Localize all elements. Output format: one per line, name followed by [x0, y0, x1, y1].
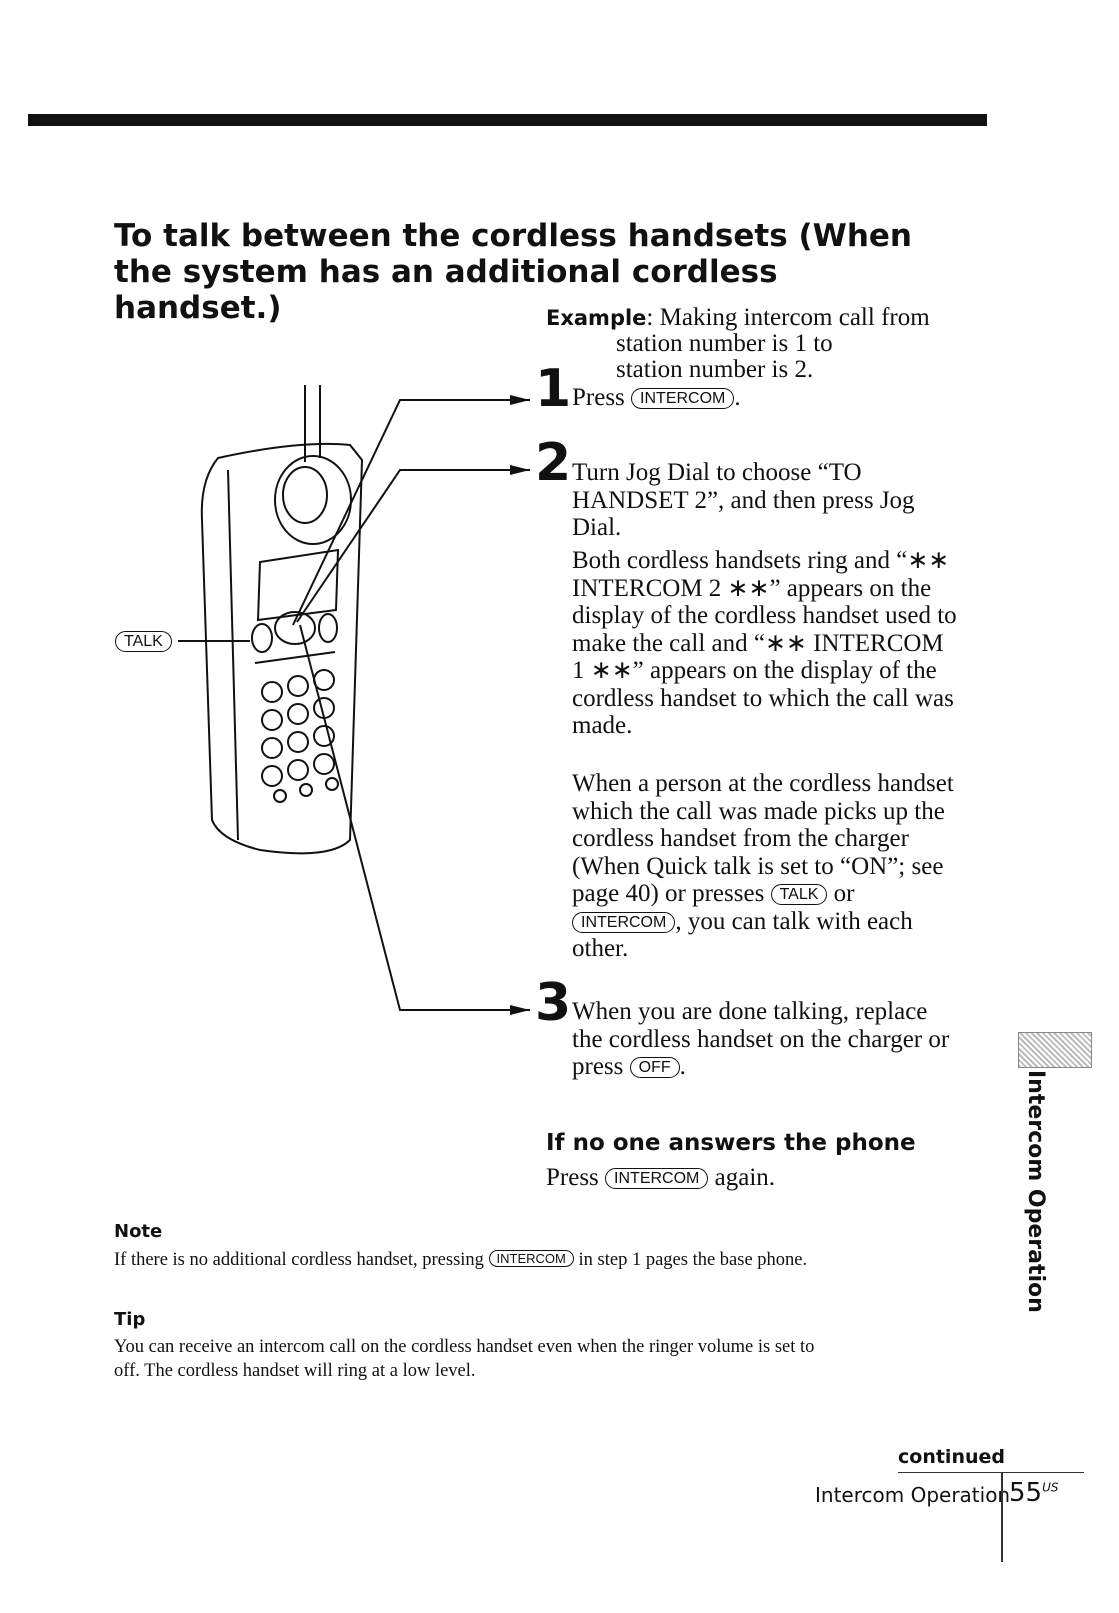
continued-label: continued: [898, 1446, 1005, 1468]
step-3-period: .: [679, 1053, 686, 1080]
no-answer-again: again.: [708, 1164, 776, 1191]
intercom-key: INTERCOM: [488, 1250, 574, 1267]
page-number-value: 55: [1009, 1478, 1043, 1508]
step-3-number: 3: [535, 973, 572, 1033]
no-answer-heading: If no one answers the phone: [546, 1130, 916, 1156]
step-2-para-1: Both cordless handsets ring and “∗∗ INTE…: [572, 547, 957, 739]
note-post: in step 1 pages the base phone.: [573, 1250, 808, 1270]
step-2-para-2-post: , you can talk with each other.: [572, 907, 913, 963]
step-1-period: .: [734, 384, 741, 411]
talk-key-label: TALK: [115, 631, 172, 652]
step-3-pre: When you are done talking, replace the c…: [572, 998, 950, 1080]
handset-illustration: [178, 385, 530, 1015]
step-1-text: Press INTERCOM.: [572, 384, 741, 412]
intercom-key: INTERCOM: [605, 1168, 709, 1189]
note-pre: If there is no additional cordless hands…: [114, 1250, 489, 1270]
example-line-1: : Making intercom call from: [646, 304, 930, 331]
example-block: Example: Making intercom call from stati…: [546, 305, 930, 383]
step-1-press: Press: [572, 384, 632, 411]
step-2-number: 2: [535, 433, 572, 493]
example-line-2: station number is 1 to: [616, 330, 833, 357]
sidebar: Intercom Operation: [1010, 1070, 1060, 1340]
tip-heading: Tip: [114, 1309, 146, 1330]
example-line-3: station number is 2.: [616, 356, 814, 383]
example-label: Example: [546, 306, 647, 330]
talk-key: TALK: [770, 884, 828, 905]
section-tab: [1018, 1032, 1092, 1068]
no-answer-press: Press: [546, 1164, 606, 1191]
step-2-text: Turn Jog Dial to choose “TO HANDSET 2”, …: [572, 459, 915, 541]
step-1-number: 1: [535, 359, 572, 419]
page-suffix: US: [1042, 1480, 1059, 1495]
step-2-para-2-pre: When a person at the cordless handset wh…: [572, 770, 954, 907]
footer-section: Intercom Operation: [815, 1483, 1011, 1507]
page-title: To talk between the cordless handsets (W…: [114, 218, 912, 326]
off-key: OFF: [629, 1057, 680, 1078]
intercom-key: INTERCOM: [631, 388, 735, 409]
page-number: 55US: [1009, 1478, 1059, 1508]
intercom-key: INTERCOM: [572, 911, 676, 933]
no-answer-text: Press INTERCOM again.: [546, 1164, 775, 1192]
footer-rule: [898, 1472, 1084, 1473]
step-2-or: or: [827, 880, 855, 907]
note-text: If there is no additional cordless hands…: [114, 1248, 834, 1272]
tip-text: You can receive an intercom call on the …: [114, 1337, 815, 1381]
step-2-para-2: When a person at the cordless handset wh…: [572, 770, 962, 963]
step-3-text: When you are done talking, replace the c…: [572, 998, 962, 1081]
note-heading: Note: [114, 1221, 163, 1242]
header-rule: [28, 114, 987, 126]
sidebar-label: Intercom Operation: [1023, 1070, 1048, 1313]
footer-divider: [1001, 1472, 1003, 1562]
